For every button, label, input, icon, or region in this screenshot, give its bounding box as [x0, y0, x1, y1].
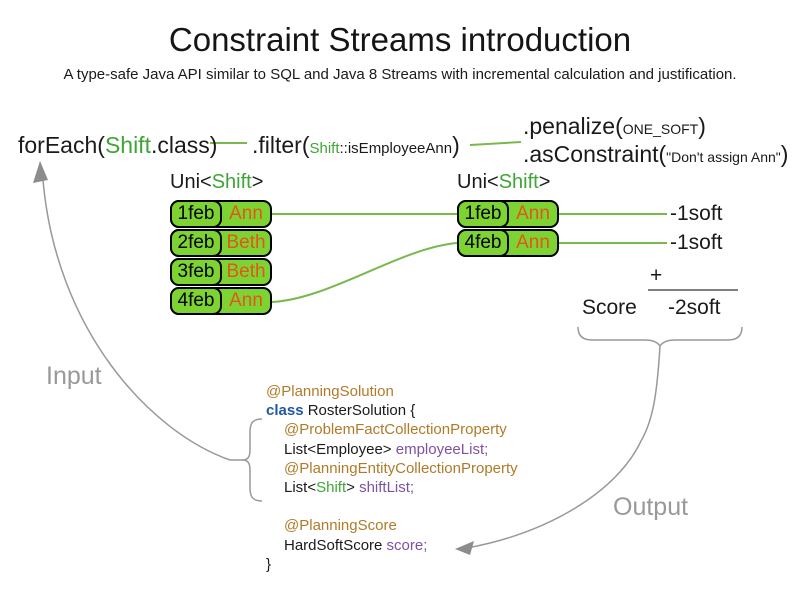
shift-list-type-prefix: List<	[284, 479, 317, 497]
shift-date: 4feb	[457, 229, 509, 257]
right-stream-label-suffix: >	[538, 171, 551, 193]
right-shift-row-2: 4feb Ann	[457, 229, 559, 257]
shift-employee: Ann	[229, 290, 263, 311]
annotation-problem-fact: @ProblemFactCollectionProperty	[284, 421, 507, 439]
class-declaration: RosterSolution {	[303, 402, 416, 420]
foreach-prefix: forEach(	[18, 132, 105, 158]
asconstraint-prefix: .asConstraint(	[523, 141, 667, 167]
filter-call: .filter(Shift::isEmployeeAnn)	[252, 132, 460, 159]
shift-date: 4feb	[170, 287, 222, 315]
shift-list-type: Shift	[316, 479, 347, 497]
output-label: Output	[613, 493, 689, 521]
page-title: Constraint Streams introduction	[168, 21, 632, 58]
foreach-call: forEach(Shift.class)	[18, 132, 217, 159]
left-shift-row-3: 3feb Beth	[170, 258, 272, 286]
score-label: Score	[582, 296, 637, 319]
shift-list-type-suffix: >	[346, 479, 360, 497]
left-shift-row-4: 4feb Ann	[170, 287, 272, 315]
asconstraint-arg: "Don't assign Ann"	[666, 149, 781, 165]
right-shift-row-1: 1feb Ann	[457, 200, 559, 228]
annotation-planning-entity: @PlanningEntityCollectionProperty	[284, 459, 518, 477]
shift-employee: Ann	[229, 203, 263, 224]
shift-date: 2feb	[170, 229, 222, 257]
annotation-planning-solution: @PlanningSolution	[266, 383, 394, 400]
employee-list-field: employeeList;	[395, 440, 489, 458]
annotation-planning-score: @PlanningScore	[284, 517, 397, 535]
score-total: -2soft	[668, 296, 721, 319]
score-type: HardSoftScore	[284, 536, 387, 554]
page-subtitle: A type-safe Java API similar to SQL and …	[63, 66, 737, 83]
penalize-arg: ONE_SOFT	[622, 121, 699, 137]
right-stream-label: Uni<Shift>	[457, 171, 550, 194]
left-stream-label-type: Shift	[211, 171, 252, 193]
code-blank-line	[266, 497, 518, 516]
shift-employee: Ann	[516, 203, 550, 224]
left-shift-row-2: 2feb Beth	[170, 229, 272, 257]
left-stream-label-prefix: Uni<	[170, 171, 212, 193]
penalize-call: .penalize(ONE_SOFT)	[523, 113, 706, 140]
foreach-suffix: .class)	[150, 132, 218, 158]
filter-type: Shift	[309, 140, 340, 157]
filter-suffix: )	[452, 132, 460, 158]
shift-list-field: shiftList;	[359, 479, 415, 497]
right-stream-label-type: Shift	[498, 171, 539, 193]
asconstraint-call: .asConstraint("Don't assign Ann")	[523, 141, 788, 168]
score-field: score;	[386, 536, 428, 554]
penalty-value-2: -1soft	[670, 231, 723, 254]
penalize-prefix: .penalize(	[523, 113, 623, 139]
filter-prefix: .filter(	[252, 132, 310, 158]
penalize-suffix: )	[698, 113, 706, 139]
left-stream-label-suffix: >	[251, 171, 264, 193]
score-underbrace	[577, 326, 743, 348]
shift-date: 1feb	[457, 200, 509, 228]
connector-filter-penalize	[469, 141, 522, 146]
foreach-type: Shift	[104, 132, 151, 158]
employee-list-type: List<Employee>	[284, 440, 396, 458]
asconstraint-suffix: )	[780, 141, 789, 167]
input-label: Input	[46, 362, 102, 390]
keyword-class: class	[266, 402, 304, 420]
filter-method: ::isEmployeeAnn	[339, 140, 453, 157]
shift-employee: Beth	[226, 261, 266, 282]
plus-sign: +	[650, 264, 663, 287]
code-brace	[241, 418, 263, 502]
penalty-value-1: -1soft	[670, 202, 723, 225]
shift-date: 3feb	[170, 258, 222, 286]
closing-brace: }	[266, 555, 272, 573]
shift-employee: Beth	[226, 232, 266, 253]
connector-row-4feb	[271, 242, 458, 303]
left-shift-row-1: 1feb Ann	[170, 200, 272, 228]
right-stream-label-prefix: Uni<	[457, 171, 499, 193]
shift-employee: Ann	[516, 232, 550, 253]
code-block: @PlanningSolution class RosterSolution {…	[266, 382, 518, 574]
shift-date: 1feb	[170, 200, 222, 228]
input-arrowhead-icon	[33, 161, 48, 183]
left-stream-label: Uni<Shift>	[170, 171, 263, 194]
